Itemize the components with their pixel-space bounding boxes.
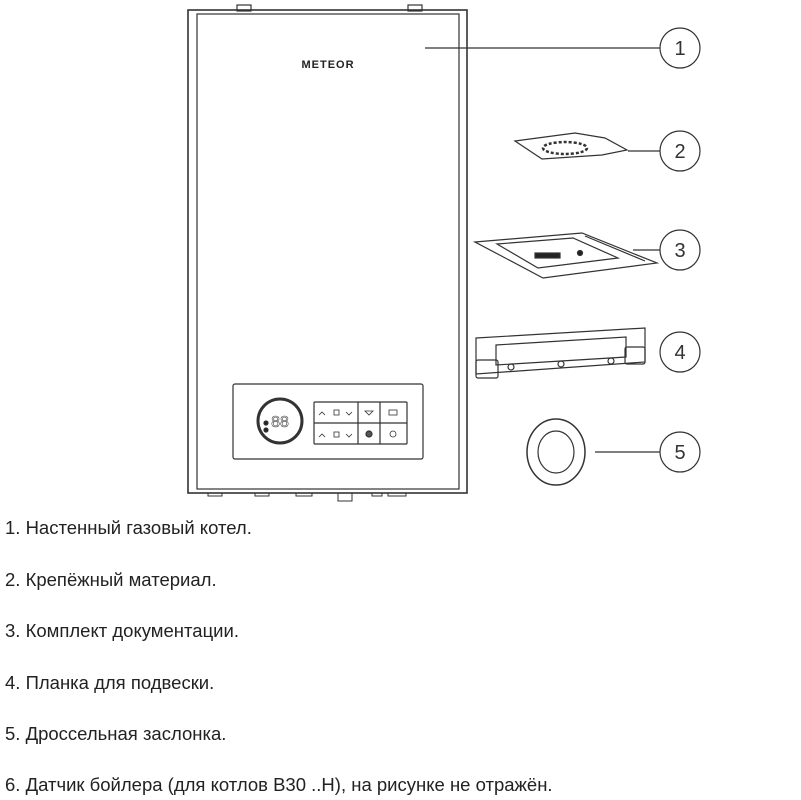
list-item: 1. Настенный газовый котел. (5, 517, 252, 538)
fasteners-bag-illustration (513, 132, 629, 160)
callout-3: 3 (674, 240, 685, 262)
callout-2: 2 (674, 141, 685, 163)
list-item: 6. Датчик бойлера (для котлов B30 ..H), … (5, 774, 553, 795)
package-contents-diagram: METEOR 88 (187, 4, 701, 502)
list-item: 2. Крепёжный материал. (5, 569, 217, 590)
documentation-illustration (472, 232, 660, 279)
callouts: 1 2 3 4 5 (425, 27, 701, 473)
callout-4: 4 (674, 342, 685, 364)
display-digits: 88 (271, 414, 289, 431)
callout-5: 5 (674, 442, 685, 464)
control-panel: 88 (232, 383, 424, 460)
callout-1: 1 (674, 38, 685, 60)
list-item: 3. Комплект документации. (5, 620, 239, 641)
throttle-washer-illustration (526, 418, 586, 486)
brand-logo: METEOR (301, 59, 354, 71)
boiler-illustration: METEOR 88 (187, 4, 468, 502)
mounting-bracket-illustration (475, 327, 646, 379)
list-item: 5. Дроссельная заслонка. (5, 723, 227, 744)
list-item: 4. Планка для подвески. (5, 672, 215, 693)
